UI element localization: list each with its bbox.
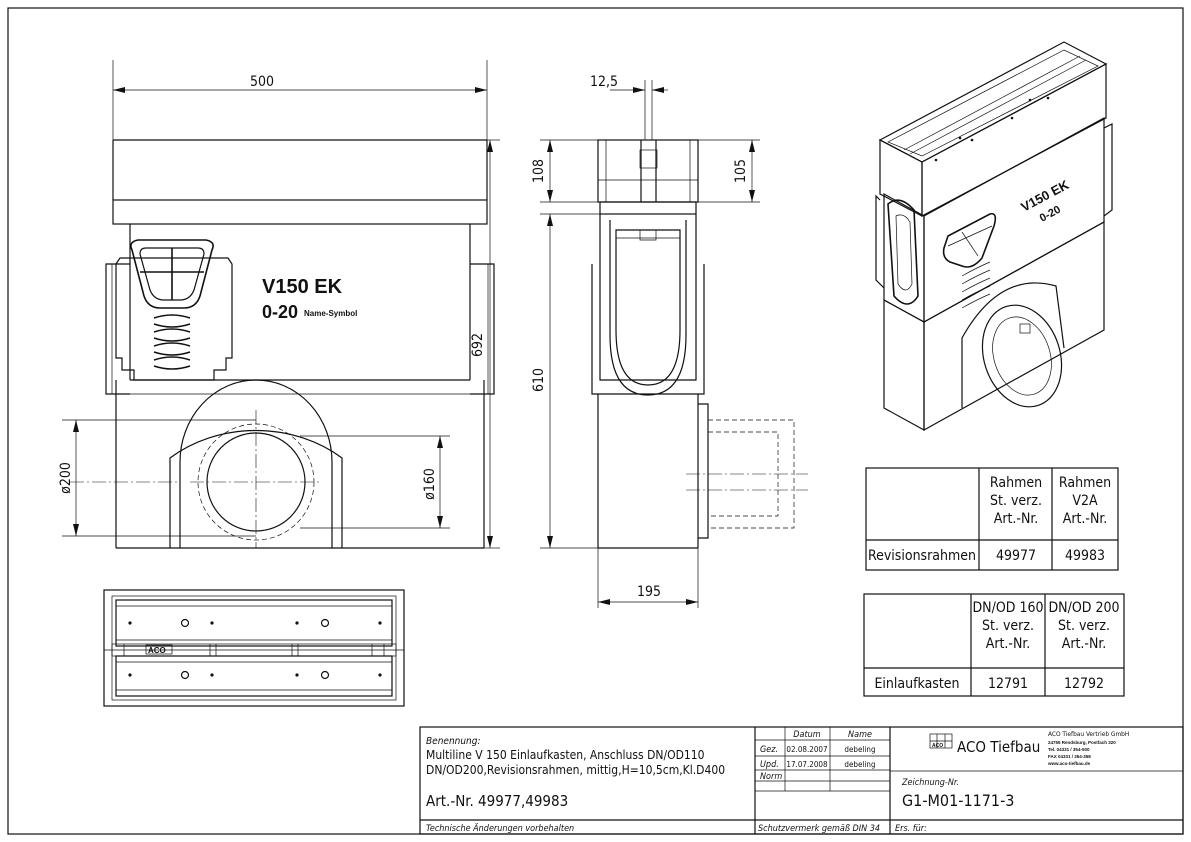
dim-body-610: 610	[531, 368, 547, 392]
company-info-4: FAX 04331 / 354-358	[1048, 754, 1091, 759]
einlauf-value-160: 12791	[988, 676, 1028, 692]
rahmen-h1-line1: Rahmen	[990, 475, 1042, 491]
dim-pipe-200: ø200	[58, 462, 74, 494]
einlauf-row-label: Einlaufkasten	[874, 676, 959, 692]
front-view: 500 V150 EK 0-20 Name-Symbol	[58, 60, 500, 549]
rev-row-2-name: debeling	[844, 760, 875, 769]
company-info-2: 24755 Rendsburg, Postfach 320	[1048, 740, 1116, 745]
iso-label-line1: V150 EK	[1018, 177, 1072, 215]
rev-row-1-label: Gez.	[760, 745, 778, 755]
einlauf-h1-line1: DN/OD 160	[972, 600, 1043, 616]
rahmen-h2-line1: Rahmen	[1059, 475, 1111, 491]
iso-label-line2: 0-20	[1038, 204, 1063, 225]
rahmen-value-st: 49977	[996, 548, 1036, 564]
dim-depth-195: 195	[637, 584, 661, 600]
dim-pipe-160: ø160	[422, 468, 438, 500]
table-einlaufkasten: DN/OD 160 St. verz. Art.-Nr. DN/OD 200 S…	[863, 593, 1125, 697]
company-info-1: ACO Tiefbau Vertrieb GmbH	[1048, 730, 1129, 738]
rev-row-1-datum: 02.08.2007	[786, 745, 827, 754]
rahmen-h1-line2: St. verz.	[990, 493, 1042, 509]
rev-header-datum: Datum	[793, 730, 821, 740]
benennung-line2: DN/OD200,Revisionsrahmen, mittig,H=10,5c…	[426, 763, 725, 777]
benennung-label: Benennung:	[426, 736, 481, 747]
rahmen-row-label: Revisionsrahmen	[868, 548, 976, 564]
sheet-border	[7, 7, 1184, 835]
einlauf-h2-line1: DN/OD 200	[1048, 600, 1119, 616]
einlauf-h2-line3: Art.-Nr.	[1062, 636, 1107, 652]
rev-row-2-label: Upd.	[760, 760, 779, 770]
rahmen-h2-line3: Art.-Nr.	[1063, 511, 1108, 527]
company-info-5: www.aco-tiefbau.de	[1047, 761, 1091, 766]
dim-wall-12-5: 12,5	[590, 74, 618, 90]
zeichnung-nr: G1-M01-1171-3	[902, 791, 1014, 810]
technische-aenderungen: Technische Änderungen vorbehalten	[426, 823, 574, 834]
einlauf-h2-line2: St. verz.	[1058, 618, 1110, 634]
zeichnung-label: Zeichnung-Nr.	[901, 778, 959, 788]
title-block: Benennung: Multiline V 150 Einlaufkasten…	[419, 726, 1184, 835]
dim-frame-105: 105	[733, 159, 749, 183]
rev-row-1-name: debeling	[844, 745, 875, 754]
rahmen-h1-line3: Art.-Nr.	[994, 511, 1039, 527]
benennung-line1: Multiline V 150 Einlaufkasten, Anschluss…	[426, 748, 705, 762]
rev-row-3-label: Norm	[760, 772, 782, 782]
rev-header-name: Name	[848, 730, 872, 740]
dim-height-692: 692	[470, 333, 486, 357]
side-view: 12,5 108 105	[531, 74, 808, 608]
top-view: ACO	[103, 589, 405, 707]
dim-frame-108: 108	[531, 159, 547, 183]
schutzvermerk: Schutzvermerk gemäß DIN 34	[758, 824, 880, 834]
einlauf-value-200: 12792	[1064, 676, 1104, 692]
company-logo-text: ACO	[932, 743, 943, 749]
table-revisionsrahmen: Rahmen St. verz. Art.-Nr. Rahmen V2A Art…	[865, 467, 1119, 571]
company-info-3: Tel. 04331 / 354-500	[1048, 747, 1090, 752]
front-label-line2: 0-20	[262, 302, 298, 322]
top-view-logo: ACO	[148, 646, 166, 655]
art-nr: Art.-Nr. 49977,49983	[426, 792, 568, 810]
ers-fuer: Ers. für:	[895, 824, 927, 834]
aco-logo-icon	[929, 733, 953, 749]
dim-width-500: 500	[250, 74, 274, 90]
company-name: ACO Tiefbau	[957, 738, 1040, 756]
front-label-line1: V150 EK	[262, 276, 343, 298]
rahmen-h2-line2: V2A	[1072, 493, 1098, 509]
isometric-view: V150 EK 0-20	[875, 41, 1113, 432]
rahmen-value-v2a: 49983	[1065, 548, 1105, 564]
rev-row-2-datum: 17.07.2008	[786, 760, 828, 769]
front-label-line2-suffix: Name-Symbol	[304, 309, 357, 318]
einlauf-h1-line3: Art.-Nr.	[986, 636, 1031, 652]
einlauf-h1-line2: St. verz.	[982, 618, 1034, 634]
